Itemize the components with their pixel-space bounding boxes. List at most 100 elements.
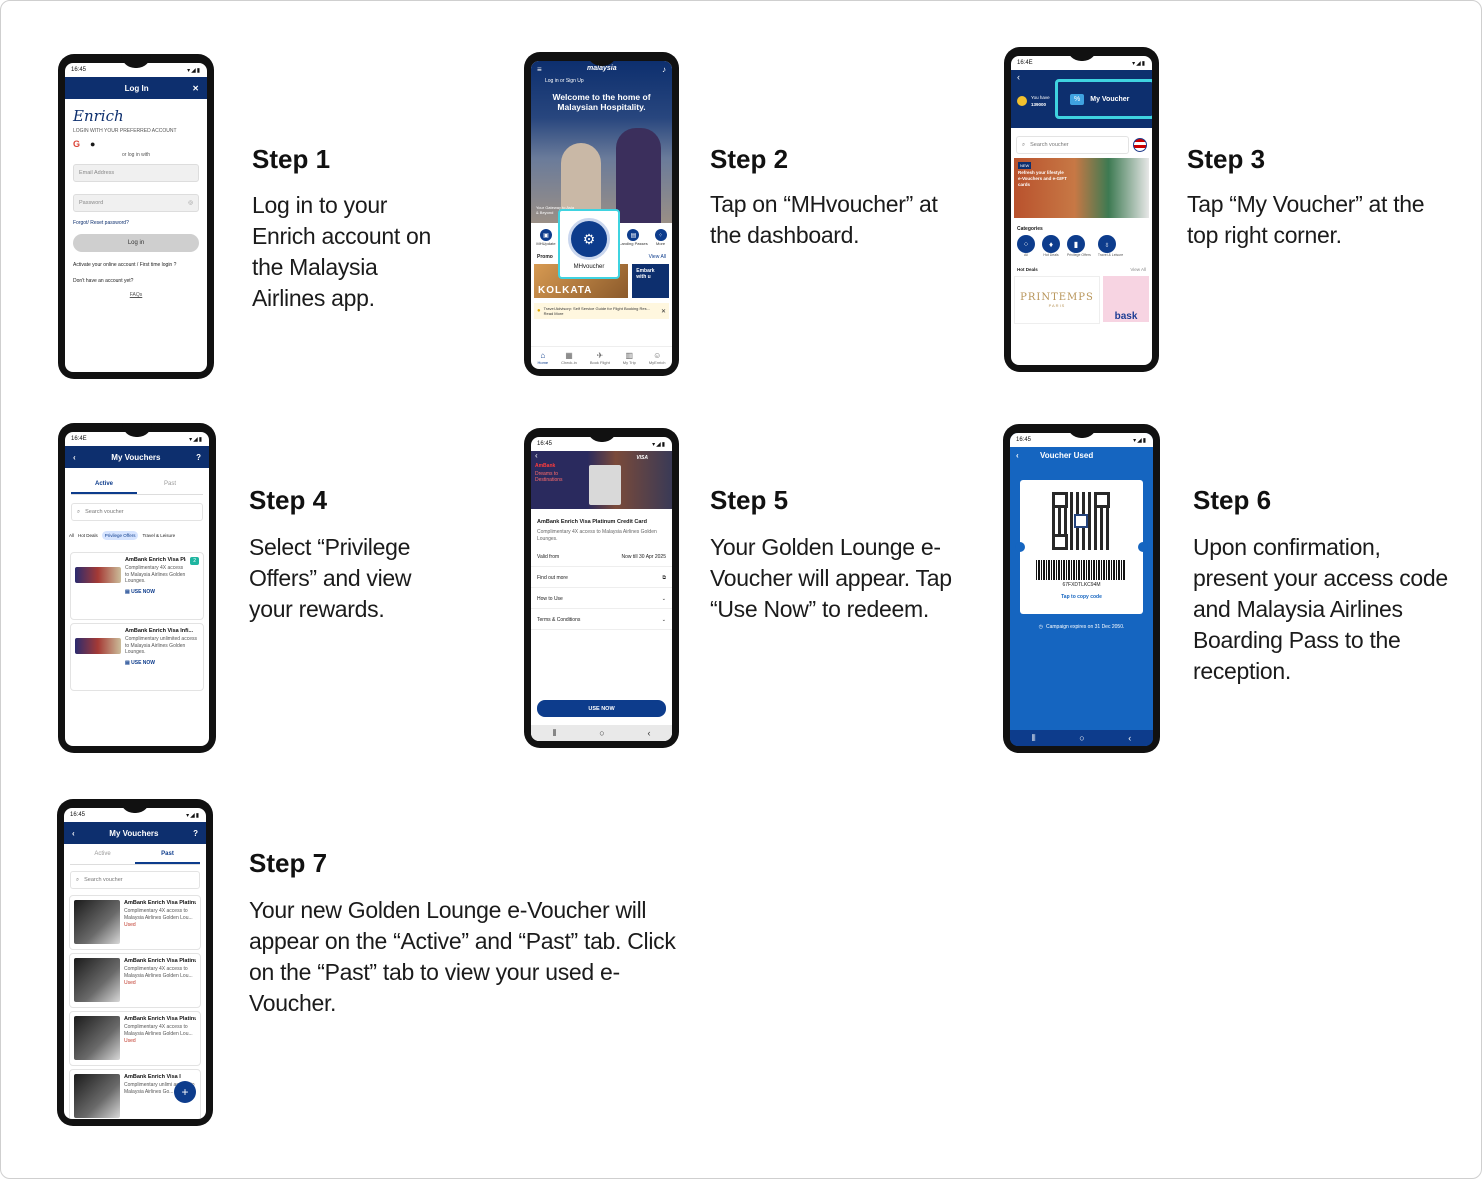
back-arrow-icon[interactable]: ‹ [647, 728, 651, 738]
back-icon[interactable]: ‹ [1017, 72, 1020, 82]
search-input[interactable]: ⌕Search voucher [71, 503, 203, 521]
signal-icon: ▾◢▮ [652, 441, 666, 448]
travel-advisory[interactable]: ● Travel Advisory: Self Service Guide fo… [534, 303, 669, 319]
mhupdate-shortcut[interactable]: ▣MHUpdate [536, 229, 556, 246]
step-6-desc: Upon confirmation, present your access c… [1193, 534, 1448, 684]
help-icon[interactable]: ? [196, 452, 201, 462]
tab-myenrich[interactable]: ☺MyEnrich [648, 351, 666, 365]
back-arrow-icon[interactable]: ‹ [1128, 733, 1132, 743]
advisory-text: Travel Advisory: Self Service Guide for … [543, 306, 650, 316]
tab-book-flight[interactable]: ✈Book Flight [589, 351, 610, 365]
tab-active[interactable]: Active [71, 476, 137, 494]
vouchers-navbar: ‹ My Vouchers ? [64, 822, 206, 844]
use-now-link[interactable]: ▤ USE NOW [125, 659, 156, 666]
balloon-icon: ♁ [1097, 235, 1116, 253]
filter-travel[interactable]: Travel & Leisure [142, 533, 176, 538]
list-item[interactable]: AmBank Enrich Visa Pla... Complimentary … [70, 552, 204, 620]
back-icon[interactable]: ‹ [73, 452, 76, 462]
recents-icon[interactable]: ⦀ [1031, 732, 1036, 743]
forgot-password-link[interactable]: Forgot/ Reset password? [73, 220, 129, 226]
voucher-ticket: 67FXDTLKC94M Tap to copy code [1015, 480, 1148, 614]
filter-privilege-offers[interactable]: Privilege Offers [101, 531, 139, 540]
mhvoucher-label: MHvoucher [573, 264, 605, 270]
no-account-link[interactable]: Don't have an account yet? [73, 278, 134, 284]
view-all-link[interactable]: View All [648, 254, 666, 260]
google-icon[interactable]: G [73, 139, 81, 149]
list-item[interactable]: AmBank Enrich Visa Infi... Complimentary… [70, 623, 204, 691]
find-out-more-row[interactable]: Find out more⧉ [531, 567, 672, 588]
phone-notch [586, 428, 617, 442]
category-privilege[interactable]: ▮Privilege Offers [1067, 235, 1091, 257]
signin-link[interactable]: Log in or Sign Up [545, 78, 584, 84]
phone-screen: 16:45▾◢▮ ‹ AmBank Dreams to Destinations… [531, 437, 672, 741]
list-item[interactable]: AmBank Enrich Visa I Complimentary unlim… [69, 1069, 201, 1119]
home-circle-icon[interactable]: ○ [1079, 733, 1085, 743]
voucher-desc: Complimentary unlimited access to Malays… [125, 636, 197, 655]
category-all[interactable]: ⁘All [1017, 235, 1035, 257]
flag-icon[interactable] [1133, 138, 1147, 152]
login-button[interactable]: Log in [73, 234, 199, 252]
android-nav: ⦀ ○ ‹ [531, 725, 672, 741]
home-circle-icon[interactable]: ○ [599, 728, 605, 738]
lifestyle-banner[interactable]: NEW Refresh your lifestyle e-Vouchers an… [1014, 158, 1149, 218]
voucher-desc: Complimentary 4X access to Malaysia Airl… [124, 966, 193, 979]
landing-passes-shortcut[interactable]: ▤Landing Passes [619, 229, 648, 246]
my-voucher-button[interactable]: % My Voucher [1055, 79, 1152, 119]
faqs-link[interactable]: FAQs [129, 292, 143, 298]
menu-icon[interactable]: ≡ [537, 65, 542, 74]
points-value: 139000 [1031, 102, 1047, 107]
category-hot-deals[interactable]: ♦Hot Deals [1042, 235, 1060, 257]
gateway-text: Your Gateway to Asia & Beyond [536, 205, 575, 215]
help-icon[interactable]: ? [193, 828, 198, 838]
tab-active[interactable]: Active [94, 851, 111, 857]
back-icon[interactable]: ‹ [72, 828, 75, 838]
more-shortcut[interactable]: ⁘More [654, 229, 667, 246]
embark-promo-card[interactable]: Embark with u [632, 264, 669, 298]
use-now-button[interactable]: USE NOW [537, 700, 666, 717]
close-icon[interactable]: ✕ [660, 308, 666, 315]
tap-to-copy-link[interactable]: Tap to copy code [1061, 594, 1102, 600]
qr-code[interactable] [1052, 492, 1110, 550]
password-field[interactable]: Password ◎ [73, 194, 199, 212]
list-item[interactable]: AmBank Enrich Visa Platinu... Compliment… [69, 953, 201, 1008]
email-field[interactable]: Email Address [73, 164, 199, 182]
or-login-label: or log in with [121, 152, 151, 158]
how-to-use-row[interactable]: How to Use⌄ [531, 588, 672, 609]
paris-text: PARIS [1048, 303, 1066, 308]
printemps-card[interactable]: PRINTEMPS PARIS [1014, 276, 1100, 324]
list-item[interactable]: AmBank Enrich Visa Platinu... Compliment… [69, 1011, 201, 1066]
tab-past[interactable]: Past [163, 481, 176, 487]
phone-notch [121, 54, 151, 68]
category-travel[interactable]: ♁Travel & Leisure [1097, 235, 1123, 257]
barcode[interactable] [1036, 560, 1126, 580]
tab-home[interactable]: ⌂Home [537, 351, 549, 365]
filter-all[interactable]: All [69, 533, 75, 538]
voucher-thumbnail [75, 638, 121, 654]
apple-icon[interactable]: ● [90, 139, 96, 149]
external-link-icon: ⧉ [662, 575, 666, 581]
eye-off-icon[interactable]: ◎ [188, 200, 193, 206]
view-all-link[interactable]: View All [1130, 267, 1146, 272]
close-icon[interactable]: ✕ [192, 83, 199, 93]
search-input[interactable]: ⌕Search voucher [1016, 136, 1129, 154]
filter-hot-deals[interactable]: Hot Deals [78, 533, 98, 538]
recents-icon[interactable]: ⦀ [552, 727, 557, 738]
signal-icon: ▾◢▮ [187, 67, 201, 74]
tab-my-trip[interactable]: ▥My Trip [622, 351, 636, 365]
list-item[interactable]: AmBank Enrich Visa Platinu... Compliment… [69, 895, 201, 950]
voucher-tabs: Active Past [70, 846, 200, 865]
activate-account-link[interactable]: Activate your online account / First tim… [73, 262, 177, 268]
tab-past[interactable]: Past [135, 846, 200, 864]
bell-icon[interactable]: ♪ [661, 65, 666, 74]
mhvoucher-highlight[interactable]: ⚙ MHvoucher [558, 209, 620, 279]
info-icon: ● [537, 308, 541, 314]
password-placeholder: Password [79, 200, 104, 206]
tab-checkin[interactable]: ▦Check-in [561, 351, 577, 365]
baskin-card[interactable]: bask [1103, 276, 1149, 322]
use-now-link[interactable]: ▤ USE NOW [125, 588, 156, 595]
terms-row[interactable]: Terms & Conditions⌄ [531, 609, 672, 630]
add-fab-button[interactable]: + [174, 1081, 196, 1103]
back-icon[interactable]: ‹ [535, 451, 538, 460]
search-input[interactable]: ⌕Search voucher [70, 871, 200, 889]
back-icon[interactable]: ‹ [1016, 451, 1019, 460]
